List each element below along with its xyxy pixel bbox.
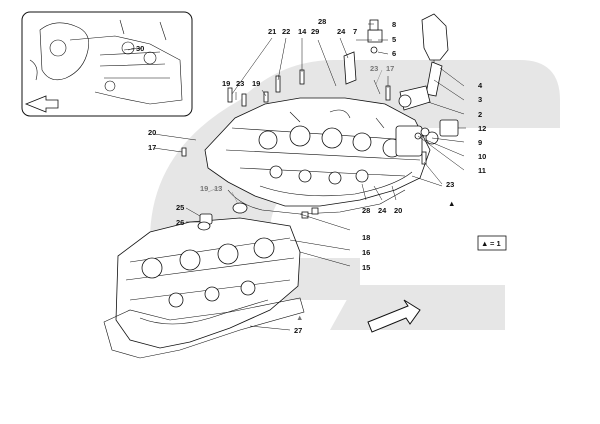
callout-18: 18 — [362, 233, 370, 242]
callout-20-bottom: 20 — [394, 206, 402, 215]
callout-20: 20 — [148, 128, 156, 137]
key-legend: ▲ = 1 — [477, 235, 507, 251]
callout-23-right: 23 — [446, 180, 454, 189]
callout-25: 25 — [176, 203, 184, 212]
key-legend-symbol: ▲ — [481, 239, 488, 248]
callout-22: 22 — [282, 27, 290, 36]
spark-plug — [425, 61, 443, 97]
callout-28-bottom: 28 — [362, 206, 370, 215]
key-legend-text: = 1 — [490, 239, 501, 248]
callout-9: 9 — [478, 138, 482, 147]
callout-6: 6 — [392, 49, 396, 58]
callout-19-a: 19 — [222, 79, 230, 88]
callout-27: 27 — [294, 326, 302, 335]
callout-29: 29 — [311, 27, 319, 36]
callout-11: 11 — [478, 166, 486, 175]
inset-detail-view — [21, 11, 193, 117]
callout-2: 2 — [478, 110, 482, 119]
callout-23-top: 23 — [370, 64, 378, 73]
callout-7: 7 — [353, 27, 357, 36]
callout-3: 3 — [478, 95, 482, 104]
leader-lines — [123, 23, 466, 331]
callout-26: 26 — [176, 218, 184, 227]
callout-5: 5 — [392, 35, 396, 44]
sensor-connector — [367, 19, 383, 54]
callout-8: 8 — [392, 20, 396, 29]
callout-15: 15 — [362, 263, 370, 272]
callout-28: 28 — [318, 17, 326, 26]
callout-4: 4 — [478, 81, 483, 90]
seal-rings — [197, 202, 248, 231]
callout-19-b: 19 — [252, 79, 260, 88]
direction-arrow — [367, 299, 421, 333]
callout-30: 30 — [136, 44, 144, 53]
cam-sensor — [343, 51, 357, 85]
callout-21: 21 — [268, 27, 276, 36]
solenoid-valve-right — [414, 119, 459, 140]
lower-cylinder-head — [103, 217, 305, 359]
callout-24-bottom: 24 — [378, 206, 387, 215]
callout-13: 13 — [214, 184, 222, 193]
camshaft-carrier — [204, 97, 439, 215]
actuator-solenoid — [398, 85, 431, 111]
triangle-marker-right: ▲ — [448, 199, 455, 208]
callout-19-c: 19 — [200, 184, 208, 193]
callout-labels: 30 28 8 5 6 4 3 2 12 9 10 11 21 22 14 29… — [136, 17, 486, 335]
callout-16: 16 — [362, 248, 370, 257]
triangle-marker-bottom: ▲ — [296, 313, 303, 322]
callout-24: 24 — [337, 27, 346, 36]
callout-14: 14 — [298, 27, 307, 36]
callout-10: 10 — [478, 152, 486, 161]
callout-17: 17 — [148, 143, 156, 152]
callout-23-left: 23 — [236, 79, 244, 88]
bolts — [181, 69, 427, 219]
callout-12: 12 — [478, 124, 486, 133]
callout-17-top: 17 — [386, 64, 394, 73]
